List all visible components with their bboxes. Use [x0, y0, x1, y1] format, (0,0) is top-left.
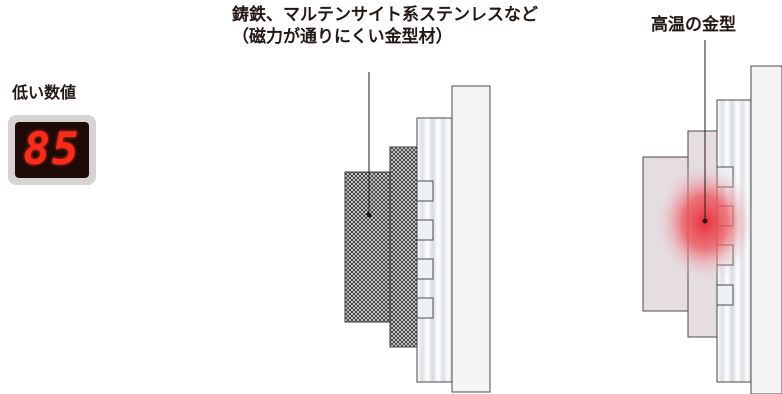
- meter-value: 85: [23, 124, 81, 175]
- left-material-label-line1: 鋳鉄、マルテンサイト系ステンレスなど: [232, 5, 538, 25]
- left-assembly: [344, 72, 491, 393]
- left-magnet-plate: [416, 117, 453, 383]
- right-leader-dot: [702, 218, 708, 224]
- left-slot: [416, 258, 434, 280]
- right-wall: [750, 65, 782, 394]
- left-slot: [416, 180, 434, 202]
- left-slot: [416, 297, 434, 319]
- right-slot: [716, 284, 734, 306]
- digital-meter: 85: [8, 115, 96, 185]
- left-mold-outer: [344, 171, 391, 323]
- meter-display: 85: [15, 122, 89, 178]
- left-material-label-line2: （磁力が通りにくい金型材）: [232, 27, 453, 47]
- left-slot: [416, 219, 434, 241]
- left-material-label: 鋳鉄、マルテンサイト系ステンレスなど （磁力が通りにくい金型材）: [232, 4, 538, 48]
- left-wall: [451, 85, 491, 393]
- left-leader-dot: [366, 212, 372, 218]
- meter-title: 低い数値: [12, 83, 77, 102]
- left-mold-inner: [389, 146, 418, 348]
- right-assembly: [642, 40, 782, 394]
- right-material-label: 高温の金型: [651, 15, 736, 35]
